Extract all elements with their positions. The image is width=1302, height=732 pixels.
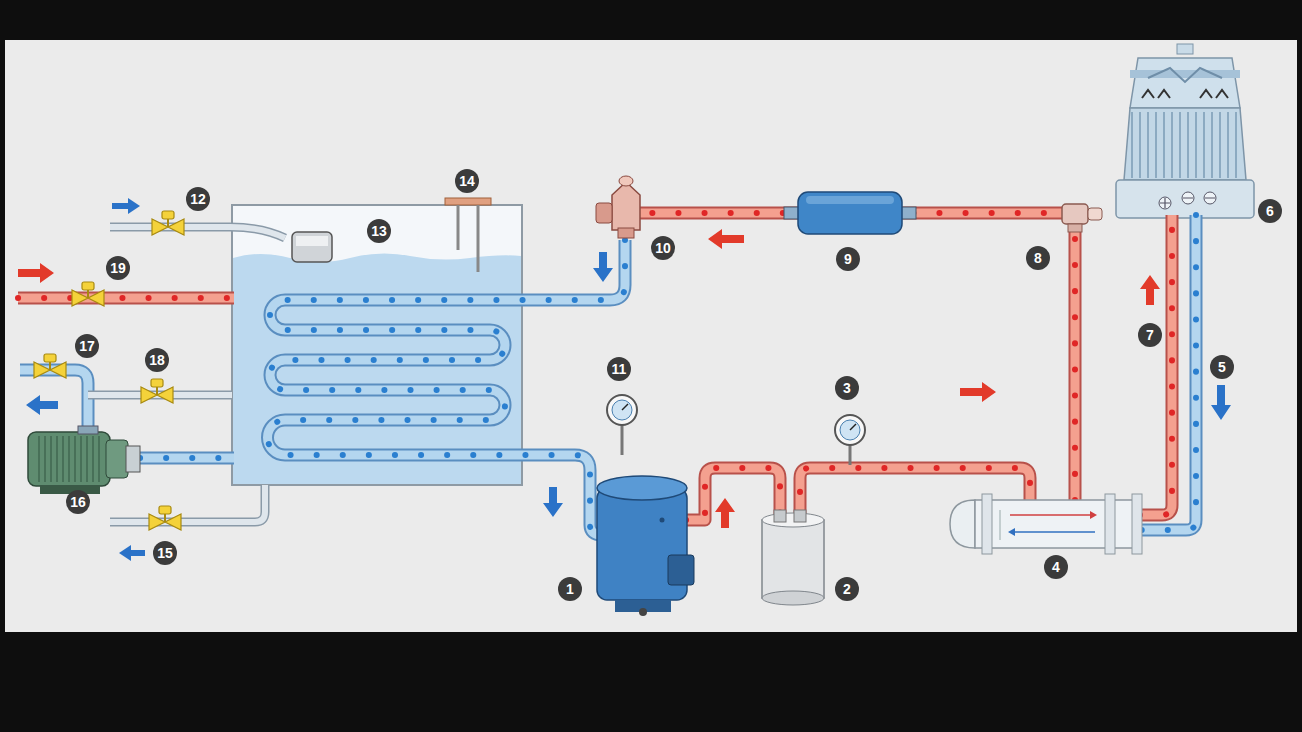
oil-separator (762, 510, 824, 605)
callout-number: 15 (153, 541, 177, 565)
callout-number: 7 (1138, 323, 1162, 347)
water-pump (28, 426, 140, 494)
callout-number: 6 (1258, 199, 1282, 223)
callout-number: 16 (66, 490, 90, 514)
condenser (950, 494, 1142, 554)
water-tank (232, 205, 522, 485)
cooling-tower (1116, 44, 1254, 218)
flow-arrow (26, 198, 1231, 561)
pressure-gauge (607, 395, 865, 465)
cooling-water-pipes (1140, 215, 1196, 530)
callout-number: 4 (1044, 555, 1068, 579)
level-sensor (445, 198, 491, 272)
expansion-valve (596, 176, 640, 238)
callout-number: 3 (835, 376, 859, 400)
callout-number: 9 (836, 247, 860, 271)
callout-number: 10 (651, 236, 675, 260)
flow-arrow (18, 229, 1160, 528)
callout-number: 11 (607, 357, 631, 381)
refrigerant-discharge-pipe (640, 213, 1075, 520)
liquid-valve (1062, 204, 1102, 232)
callout-number: 1 (558, 577, 582, 601)
callout-number: 17 (75, 334, 99, 358)
callout-number: 19 (106, 256, 130, 280)
callout-number: 12 (186, 187, 210, 211)
callout-number: 5 (1210, 355, 1234, 379)
refrigerant-suction-coil (268, 240, 626, 535)
diagram-ground (5, 40, 1297, 632)
float-ball (292, 232, 332, 262)
tank-water-pipes (18, 227, 285, 522)
callout-number: 18 (145, 348, 169, 372)
callout-number: 14 (455, 169, 479, 193)
callout-number: 13 (367, 219, 391, 243)
callout-number: 8 (1026, 246, 1050, 270)
callout-number: 2 (835, 577, 859, 601)
filter-drier (784, 192, 916, 234)
compressor (597, 476, 694, 616)
